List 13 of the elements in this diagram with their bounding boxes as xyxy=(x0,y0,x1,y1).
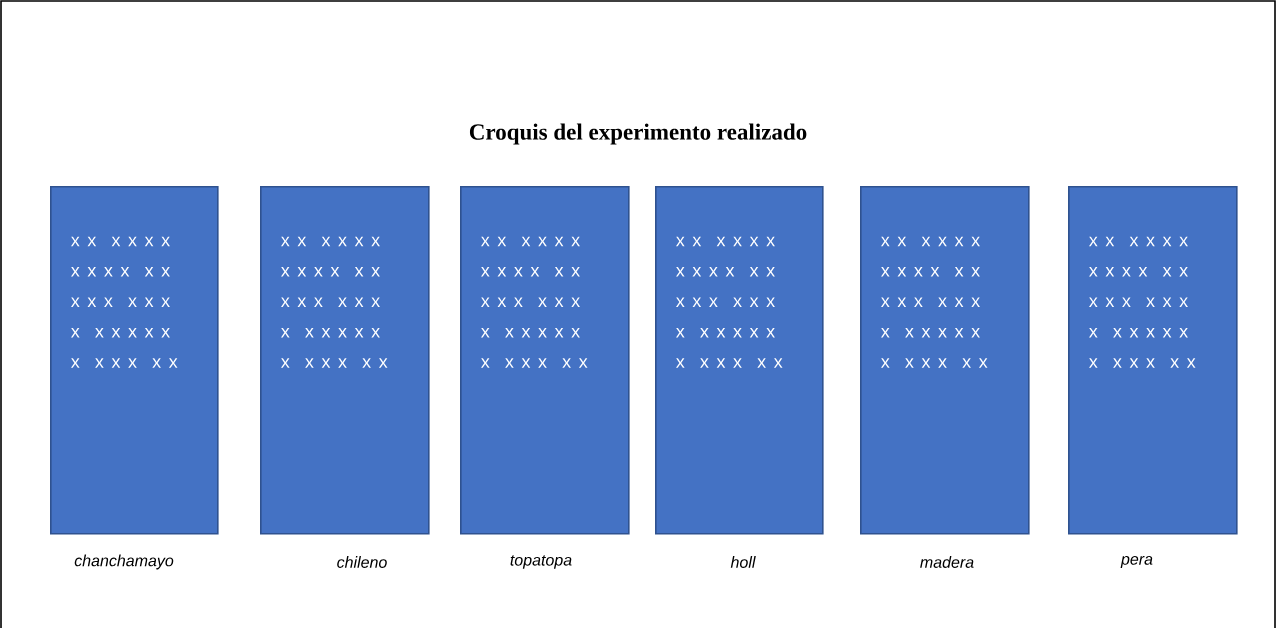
plot-label: topatopa xyxy=(510,555,572,569)
plot-label: chanchamayo xyxy=(74,554,174,570)
plot-box: x x x x x x x x x x x x x x x x x x x x x x x x x x x x x x xyxy=(260,186,430,535)
plot-label: chileno xyxy=(337,556,387,568)
plot-box: x x x x x x x x x x x x x x x x x x x x x x x x x x x x x x xyxy=(50,186,219,535)
plot-box: x x x x x x x x x x x x x x x x x x x x x x x x x x x x x x xyxy=(1068,186,1238,535)
plot-box: x x x x x x x x x x x x x x x x x x x x x x x x x x x x x x xyxy=(655,186,824,535)
plot-label: pera xyxy=(1120,556,1153,568)
title: Croquis del experimento realizado xyxy=(469,123,807,145)
plot-label: holl xyxy=(730,556,756,568)
plot-box: x x x x x x x x x x x x x x x x x x x x x x x x x x x x x x xyxy=(860,186,1030,535)
plot-box: x x x x x x x x x x x x x x x x x x x x x x x x x x x x x x xyxy=(460,186,630,535)
plot-label: madera xyxy=(920,556,974,568)
